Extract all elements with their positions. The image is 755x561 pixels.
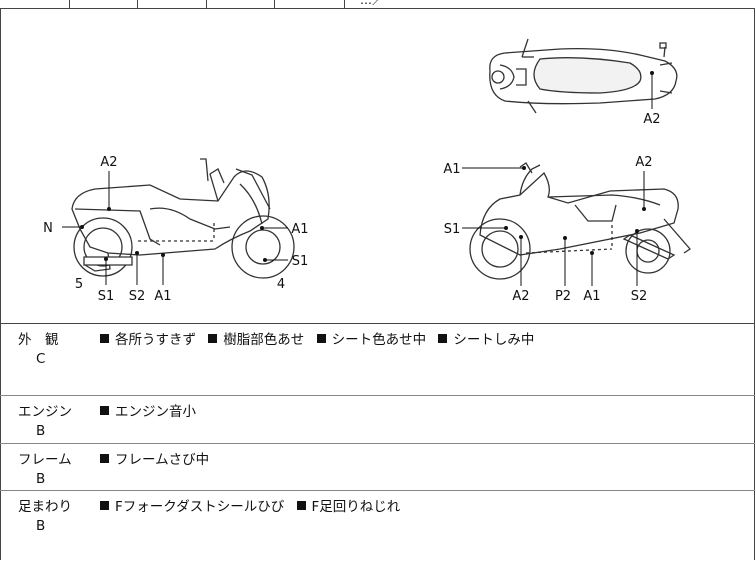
damage-label: A2 — [100, 155, 117, 170]
scooter-top-view — [489, 38, 678, 114]
condition-items: 各所うすきず 樹脂部色あせ シート色あせ中 シートしみ中 — [100, 328, 542, 348]
damage-label: S1 — [292, 254, 309, 269]
damage-label: A1 — [583, 289, 600, 304]
condition-item: シートしみ中 — [453, 332, 535, 348]
condition-grade: B — [36, 423, 46, 439]
bullet-square-icon — [208, 334, 218, 343]
bullet-square-icon — [100, 501, 109, 510]
condition-category: フレーム — [18, 452, 72, 468]
top-cell — [70, 0, 138, 8]
damage-label: A1 — [291, 222, 308, 237]
bullet-square-icon — [100, 406, 109, 415]
damage-label: P2 — [555, 289, 571, 304]
top-cell — [207, 0, 275, 8]
condition-item: フレームさび中 — [115, 452, 210, 468]
damage-label: N — [43, 221, 53, 236]
condition-row-frame: フレーム B フレームさび中 — [0, 444, 755, 491]
damage-label: 5 — [75, 277, 83, 292]
condition-row-suspension: 足まわり B Fフォークダストシールひび F足回りねじれ — [0, 491, 755, 561]
condition-category: 足まわり — [18, 499, 72, 515]
bullet-square-icon — [100, 454, 109, 463]
damage-label: A1 — [154, 289, 171, 304]
condition-row-exterior: 外 観 C 各所うすきず 樹脂部色あせ シート色あせ中 シートしみ中 — [0, 324, 755, 394]
bullet-square-icon — [100, 334, 109, 343]
row-divider — [0, 395, 755, 396]
condition-item: Fフォークダストシールひび — [115, 499, 285, 515]
top-table-strip: …／ — [0, 0, 755, 9]
scooter-diagram-svg: A2 A2 N A1 S1 5 S1 S2 A1 4 A1 A2 S1 A2 P… — [43, 38, 691, 304]
top-cell — [0, 0, 70, 8]
damage-label: A2 — [643, 112, 660, 127]
top-cell — [275, 0, 345, 8]
damage-label: A2 — [635, 155, 652, 170]
bullet-square-icon — [316, 334, 326, 343]
condition-grade: B — [36, 518, 46, 534]
damage-label: A1 — [443, 162, 460, 177]
condition-category: エンジン — [18, 404, 72, 420]
condition-category: 外 観 — [18, 332, 59, 348]
section-divider — [0, 323, 755, 324]
row-divider — [0, 443, 755, 444]
condition-row-engine: エンジン B エンジン音小 — [0, 396, 755, 443]
row-divider — [0, 490, 755, 491]
damage-label: S1 — [98, 289, 115, 304]
condition-item: 樹脂部色あせ — [223, 332, 305, 348]
top-cell — [138, 0, 207, 8]
condition-items: Fフォークダストシールひび F足回りねじれ — [100, 495, 408, 515]
condition-item: 各所うすきず — [115, 332, 196, 348]
condition-items: フレームさび中 — [100, 448, 217, 468]
damage-diagram: A2 A2 N A1 S1 5 S1 S2 A1 4 A1 A2 S1 A2 P… — [0, 9, 755, 323]
damage-label: S1 — [444, 222, 461, 237]
damage-label: S2 — [631, 289, 648, 304]
condition-item: エンジン音小 — [115, 404, 196, 420]
damage-label: 4 — [277, 277, 285, 292]
condition-item: シート色あせ中 — [331, 332, 427, 348]
condition-grade: C — [36, 351, 46, 367]
bullet-square-icon — [438, 334, 448, 343]
scooter-right-view — [469, 162, 691, 280]
condition-item: F足回りねじれ — [311, 499, 401, 515]
condition-grade: B — [36, 471, 46, 487]
damage-label: A2 — [512, 289, 529, 304]
damage-label: S2 — [129, 289, 146, 304]
top-strip-text: …／ — [360, 0, 385, 7]
bullet-square-icon — [296, 501, 306, 510]
condition-items: エンジン音小 — [100, 400, 204, 420]
